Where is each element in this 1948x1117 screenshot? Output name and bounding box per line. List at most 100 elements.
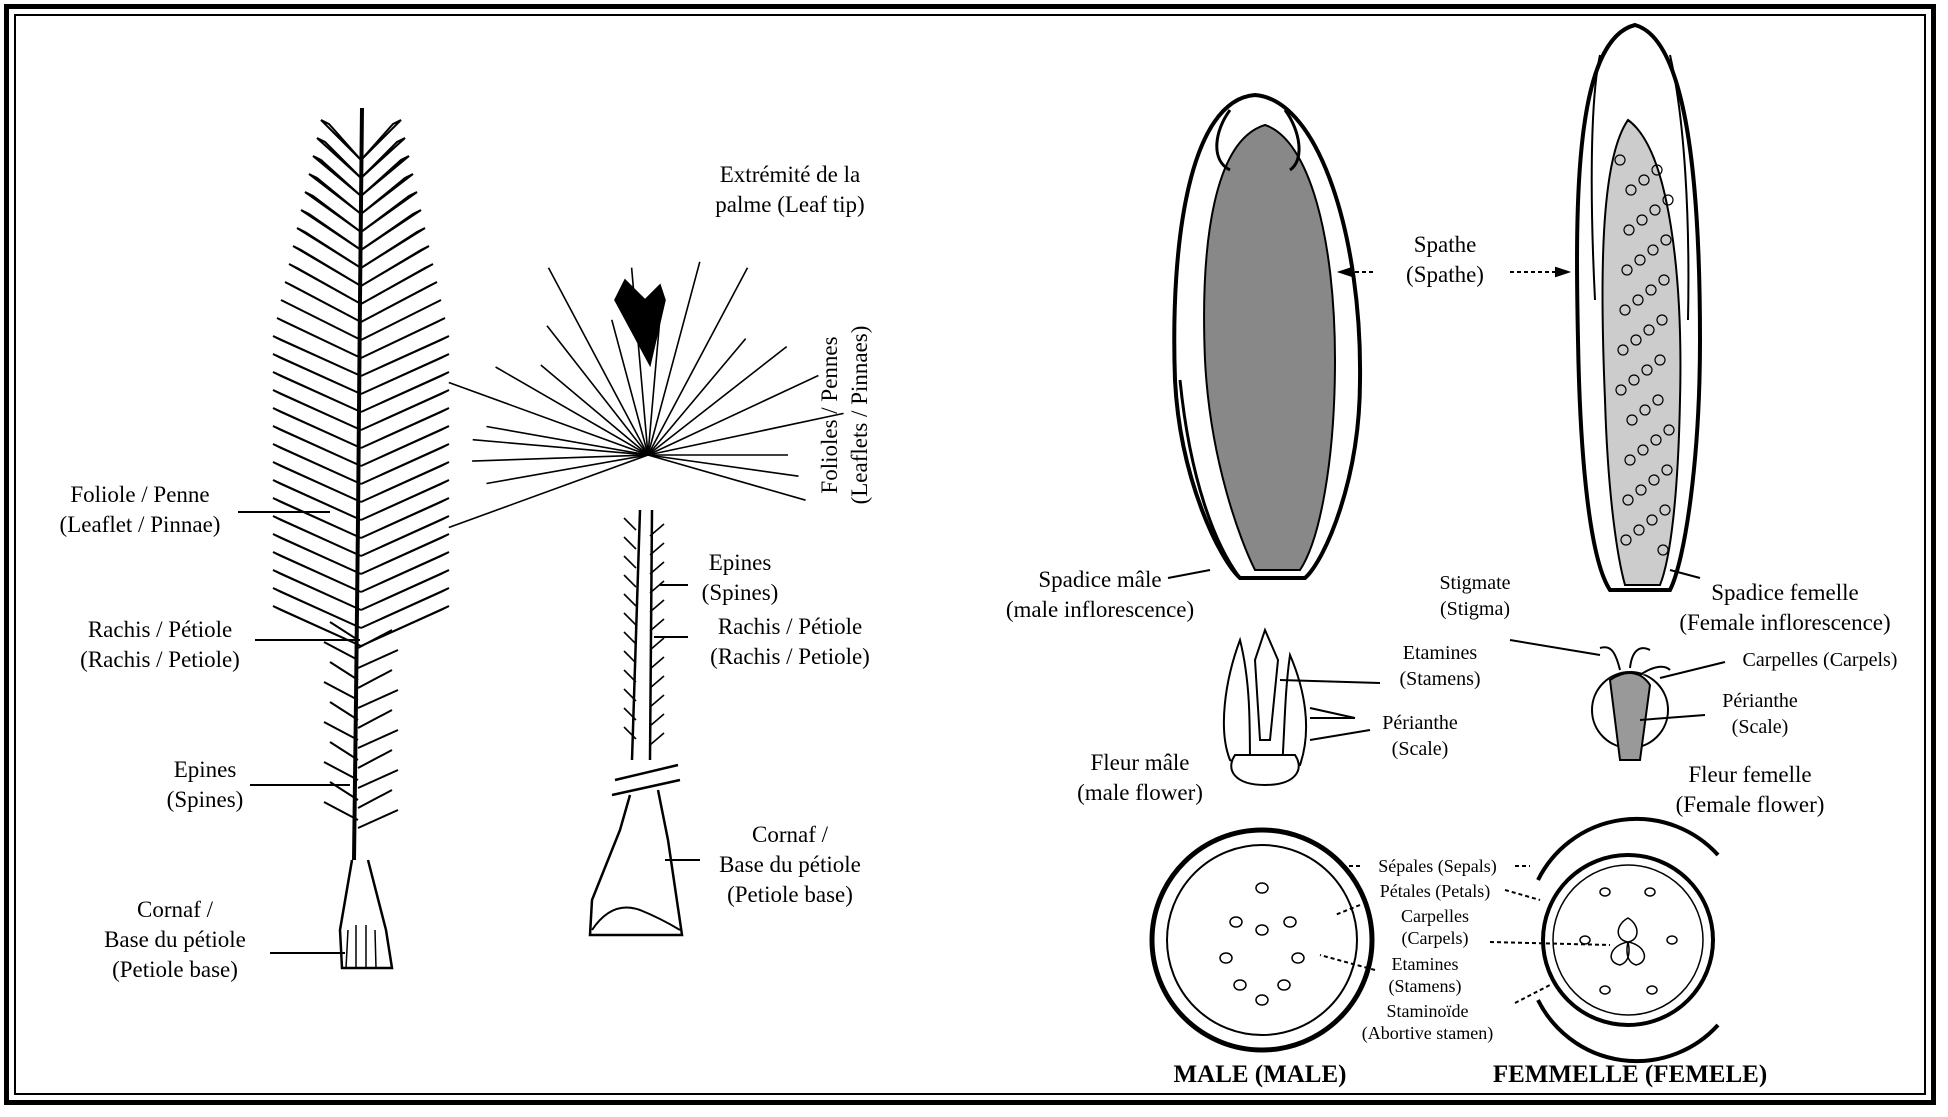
leaflet — [361, 336, 449, 376]
title-female: FEMMELLE (FEMELE) — [1480, 1060, 1780, 1090]
spine — [624, 518, 636, 530]
label-cornaf-line1: Cornaf / — [80, 895, 270, 925]
spine — [624, 594, 636, 606]
leaflet — [273, 426, 361, 466]
leaflet — [293, 246, 361, 286]
leaflet — [297, 228, 361, 268]
leaflet — [317, 138, 361, 178]
leaflet — [361, 570, 449, 610]
leaflet — [361, 390, 449, 430]
leaflet — [361, 282, 437, 322]
stamen-mark — [1220, 953, 1232, 963]
label-sepales: Sépales (Sepals) — [1360, 855, 1515, 877]
leaflet-ray — [449, 455, 648, 528]
leaflet — [361, 444, 449, 484]
label-fleur-femelle-fr: Fleur femelle — [1660, 760, 1840, 790]
label-foliole-en: (Leaflet / Pinnae) — [40, 510, 240, 540]
label-spathe-en: (Spathe) — [1380, 260, 1510, 290]
label-cornaf: Cornaf / Base du pétiole (Petiole base) — [80, 895, 270, 985]
spine — [624, 575, 636, 587]
spine — [650, 733, 664, 745]
leaflet — [361, 408, 449, 448]
leaflet — [361, 156, 409, 196]
leaflet — [273, 408, 361, 448]
label-cornaf-detail-line1: Cornaf / — [700, 820, 880, 850]
spine — [624, 537, 636, 549]
leaflet — [361, 174, 413, 214]
spine — [358, 690, 398, 708]
spine — [358, 710, 392, 728]
label-etamines-diagram-fr: Etamines — [1375, 953, 1475, 975]
label-rachis-detail-en: (Rachis / Petiole) — [690, 642, 890, 672]
leaflet-ray — [473, 440, 648, 455]
label-fleur-femelle-en: (Female flower) — [1660, 790, 1840, 820]
label-folioles: Folioles / Pennes (Leaflets / Pinnaes) — [815, 290, 875, 540]
spine — [624, 632, 636, 644]
label-carpelles-flower: Carpelles (Carpels) — [1725, 647, 1915, 673]
label-carpelles-diagram-fr: Carpelles — [1385, 905, 1485, 927]
leaflet — [361, 192, 417, 232]
leaflet — [361, 210, 421, 250]
label-fleur-male-fr: Fleur mâle — [1060, 748, 1220, 778]
leaflet — [313, 156, 361, 196]
spine — [358, 730, 398, 748]
staminode-mark — [1600, 888, 1610, 896]
label-carpelles-diagram-en: (Carpels) — [1385, 927, 1485, 949]
stamen-mark — [1230, 917, 1242, 927]
leaflet — [273, 588, 361, 628]
leaflet — [273, 336, 361, 376]
label-etamines-diagram-en: (Stamens) — [1375, 975, 1475, 997]
label-etamines-male: Etamines (Stamens) — [1385, 640, 1495, 692]
leaflet — [361, 120, 401, 160]
label-perianthe-femelle-fr: Périanthe — [1705, 688, 1815, 714]
female-flower-drawing — [1592, 647, 1670, 760]
spine — [324, 762, 358, 780]
leaflet — [361, 498, 449, 538]
label-rachis-en: (Rachis / Petiole) — [60, 645, 260, 675]
title-male: MALE (MALE) — [1160, 1060, 1360, 1090]
staminode-mark — [1600, 986, 1610, 994]
label-epines-detail: Epines (Spines) — [690, 548, 790, 608]
spine — [358, 770, 398, 788]
label-etamines-male-en: (Stamens) — [1385, 666, 1495, 692]
label-foliole: Foliole / Penne (Leaflet / Pinnae) — [40, 480, 240, 540]
spine — [650, 714, 664, 726]
stamen-mark — [1292, 953, 1304, 963]
stamen-mark — [1234, 980, 1246, 990]
label-spadice-femelle-en: (Female inflorescence) — [1660, 608, 1910, 638]
stamen-mark — [1256, 995, 1268, 1005]
label-rachis-fr: Rachis / Pétiole — [60, 615, 260, 645]
leaflet-ray — [648, 455, 799, 476]
staminode-mark — [1667, 936, 1677, 944]
label-fleur-male-en: (male flower) — [1060, 778, 1220, 808]
label-foliole-fr: Foliole / Penne — [40, 480, 240, 510]
spine — [624, 556, 636, 568]
staminode-mark — [1647, 986, 1657, 994]
label-staminoide-en: (Abortive stamen) — [1345, 1022, 1510, 1044]
label-fleur-male: Fleur mâle (male flower) — [1060, 748, 1220, 808]
spine — [650, 657, 664, 669]
leaflet-ray — [547, 326, 648, 455]
spine — [358, 650, 398, 668]
label-leaf-tip-line2: palme (Leaf tip) — [690, 190, 890, 220]
label-fleur-femelle: Fleur femelle (Female flower) — [1660, 760, 1840, 820]
leaflet — [361, 372, 449, 412]
leaflet — [361, 516, 449, 556]
palm-leaf-drawing — [273, 108, 449, 968]
label-epines-fr: Epines — [150, 755, 260, 785]
leaflet — [361, 462, 449, 502]
spine — [330, 662, 358, 680]
leaflet — [361, 354, 449, 394]
label-staminoide: Staminoïde (Abortive stamen) — [1345, 1000, 1510, 1044]
spine — [324, 722, 358, 740]
female-inflorescence-drawing — [1577, 25, 1700, 590]
spine — [358, 810, 398, 828]
leaflet — [361, 228, 425, 268]
label-staminoide-fr: Staminoïde — [1345, 1000, 1510, 1022]
leaflet — [361, 480, 449, 520]
label-epines: Epines (Spines) — [150, 755, 260, 815]
male-flower-drawing — [1224, 630, 1306, 785]
leaflet — [361, 300, 441, 340]
leaflet — [361, 264, 433, 304]
leaflet — [321, 120, 361, 160]
